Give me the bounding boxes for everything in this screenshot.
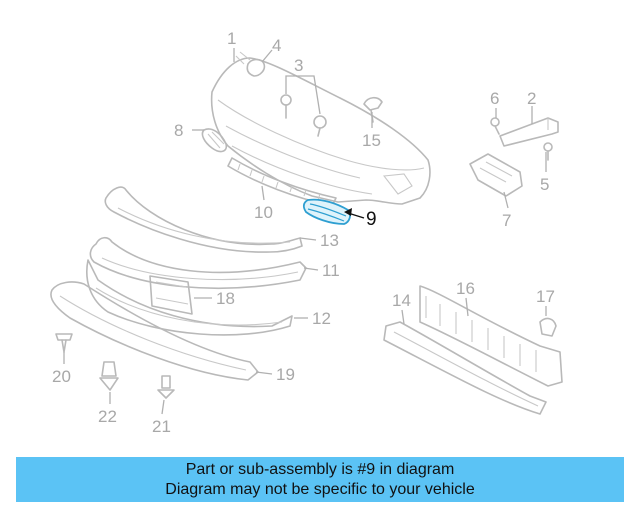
callout-15: 15 [362, 131, 381, 150]
leader-lines [63, 48, 547, 415]
callout-14: 14 [392, 291, 411, 310]
part-bumper-cover [210, 51, 431, 205]
callout-9-highlighted: 9 [366, 209, 377, 230]
part-9-grille-highlighted [302, 198, 351, 225]
callout-22: 22 [98, 407, 117, 426]
callout-4: 4 [272, 36, 281, 55]
part-bolt-5 [543, 142, 553, 161]
info-banner: Part or sub-assembly is #9 in diagram Di… [16, 457, 624, 502]
callout-5: 5 [540, 175, 549, 194]
callout-10: 10 [254, 203, 273, 222]
part-molding-13 [104, 186, 303, 253]
part-license-bracket-18 [149, 275, 193, 315]
callout-21: 21 [152, 417, 171, 436]
part-screw-6 [490, 117, 500, 135]
callout-2: 2 [527, 89, 536, 108]
parts-diagram: 1 2 3 4 5 6 7 8 9 10 11 12 13 14 15 16 1… [50, 29, 563, 436]
callout-16: 16 [456, 279, 475, 298]
callout-12: 12 [312, 309, 331, 328]
part-lower-bar-14 [383, 321, 547, 415]
callout-1: 1 [227, 29, 236, 48]
banner-line-disclaimer: Diagram may not be specific to your vehi… [165, 481, 475, 498]
callout-7: 7 [502, 211, 511, 230]
callout-20: 20 [52, 367, 71, 386]
callout-numbers: 1 2 3 4 5 6 7 8 9 10 11 12 13 14 15 16 1… [52, 29, 555, 436]
part-clip-20 [55, 333, 73, 353]
part-clip-4 [246, 58, 266, 77]
part-push-clip-15 [363, 96, 383, 123]
callout-11: 11 [322, 261, 340, 280]
banner-line-part: Part or sub-assembly is #9 in diagram [185, 461, 455, 478]
part-impact-bar-16 [419, 285, 563, 387]
part-fog-lamp-cover [201, 128, 228, 153]
part-bolts-3 [280, 94, 327, 137]
part-bracket-2 [499, 117, 559, 147]
callout-6: 6 [490, 89, 499, 108]
part-clip-17 [539, 317, 557, 337]
part-screw-21 [157, 375, 175, 399]
callout-17: 17 [536, 287, 555, 306]
callout-13: 13 [320, 231, 339, 250]
part-lower-absorber-12 [86, 259, 293, 336]
part-side-bracket-7 [469, 153, 523, 197]
part-upper-absorber-11 [89, 236, 307, 290]
part-clip-22 [99, 361, 119, 391]
callout-8: 8 [174, 121, 183, 140]
callout-18: 18 [216, 289, 235, 308]
callout-19: 19 [276, 365, 295, 384]
callout-3: 3 [294, 56, 303, 75]
